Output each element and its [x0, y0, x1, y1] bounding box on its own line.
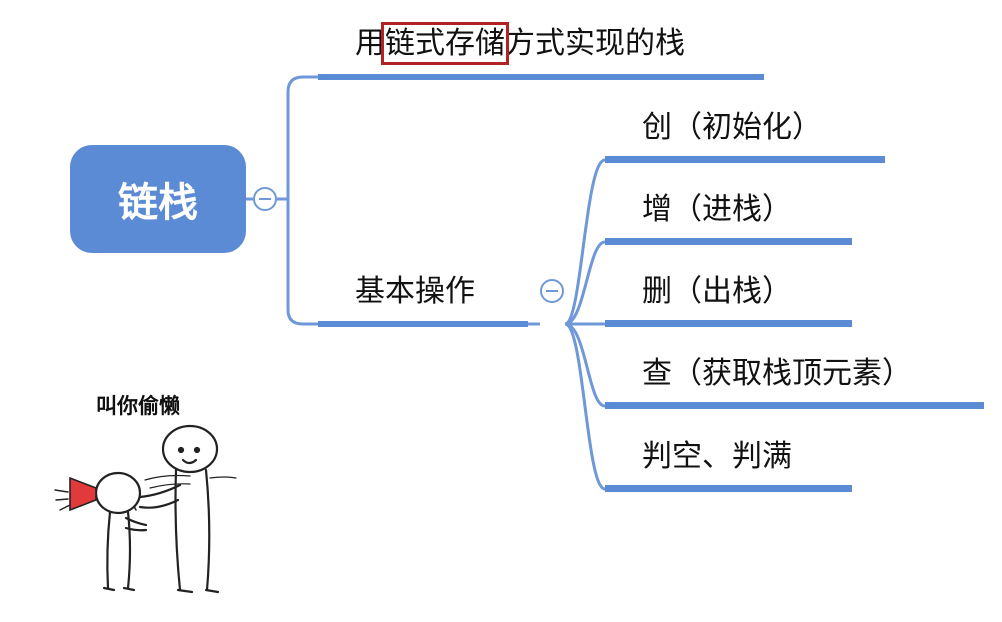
ops-child-empty-full[interactable]: 判空、判满	[642, 439, 792, 474]
meme-caption: 叫你偷懒	[96, 394, 180, 418]
child-bar-1	[605, 156, 885, 163]
branch-top-label[interactable]: 用链式存储方式实现的栈	[355, 22, 685, 65]
child-bar-4	[605, 402, 984, 409]
ops-child-pop[interactable]: 删（出栈）	[642, 274, 792, 309]
branch-ops-label[interactable]: 基本操作	[355, 274, 475, 309]
ops-collapse-toggle[interactable]	[540, 279, 564, 303]
root-connector	[246, 75, 318, 326]
highlighted-term: 链式存储	[381, 22, 509, 65]
ops-child-peek[interactable]: 查（获取栈顶元素）	[642, 356, 912, 391]
branch-top-bar	[318, 74, 764, 80]
branch-top-suffix: 方式实现的栈	[505, 26, 685, 61]
root-collapse-toggle[interactable]	[253, 187, 277, 211]
branch-top-prefix: 用	[355, 26, 385, 61]
stick-figures-illustration	[54, 424, 237, 594]
child-bar-5	[605, 485, 852, 492]
ops-connector	[528, 158, 606, 491]
child-bar-2	[605, 238, 852, 245]
ops-child-create[interactable]: 创（初始化）	[642, 110, 822, 145]
child-bar-3	[605, 320, 852, 327]
root-node-label: 链栈	[118, 180, 198, 226]
root-node[interactable]: 链栈	[70, 145, 246, 253]
branch-ops-bar	[318, 321, 528, 327]
ops-child-push[interactable]: 增（进栈）	[642, 192, 792, 227]
